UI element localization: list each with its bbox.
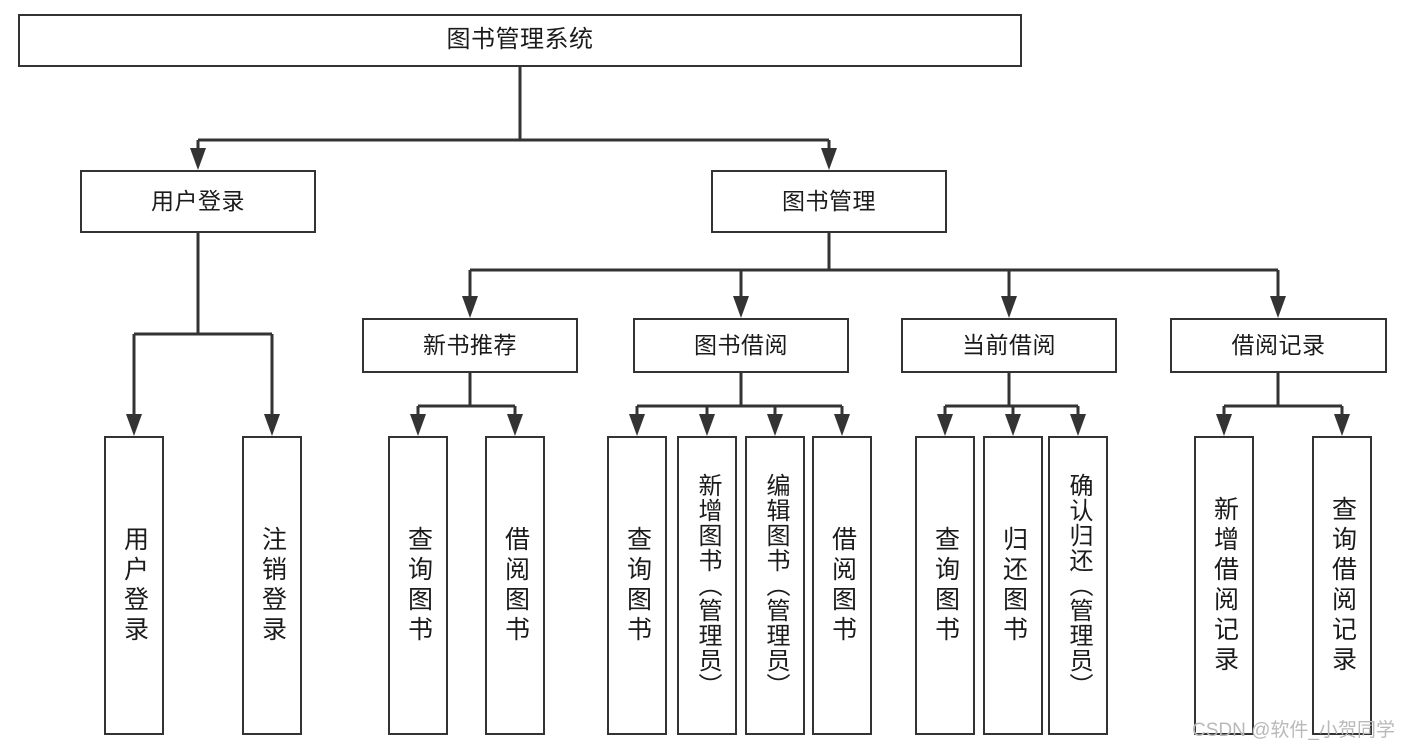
- node-label: 查询图书: [404, 525, 433, 646]
- node-borrow-record[interactable]: 借阅记录: [1170, 318, 1387, 373]
- node-leaf-edit-book-admin[interactable]: 编辑图书（管理员）: [745, 436, 805, 735]
- node-root-system[interactable]: 图书管理系统: [18, 14, 1022, 67]
- node-label: 新增图书（管理员）: [694, 473, 721, 698]
- node-leaf-query-book-borrow[interactable]: 查询图书: [607, 436, 667, 735]
- node-label: 用户登录: [151, 187, 245, 214]
- node-label: 查询图书: [931, 525, 960, 646]
- node-label: 借阅图书: [501, 525, 530, 646]
- node-leaf-query-book-current[interactable]: 查询图书: [915, 436, 975, 735]
- node-leaf-user-login[interactable]: 用户登录: [104, 436, 164, 735]
- node-leaf-borrow-book-rec[interactable]: 借阅图书: [485, 436, 545, 735]
- node-label: 注销登录: [258, 525, 287, 646]
- node-new-book-recommend[interactable]: 新书推荐: [362, 318, 578, 373]
- node-current-borrow[interactable]: 当前借阅: [901, 318, 1117, 373]
- node-book-borrow[interactable]: 图书借阅: [633, 318, 849, 373]
- node-label: 当前借阅: [962, 331, 1056, 358]
- node-label: 图书管理: [782, 187, 876, 214]
- node-leaf-logout-login[interactable]: 注销登录: [242, 436, 302, 735]
- node-label: 新书推荐: [423, 331, 517, 358]
- node-label: 图书管理系统: [446, 26, 594, 54]
- node-label: 借阅图书: [828, 525, 857, 646]
- node-leaf-return-book[interactable]: 归还图书: [983, 436, 1043, 735]
- node-leaf-borrow-book[interactable]: 借阅图书: [812, 436, 872, 735]
- node-label: 新增借阅记录: [1210, 495, 1239, 676]
- node-label: 借阅记录: [1231, 331, 1326, 358]
- node-label: 用户登录: [120, 525, 149, 646]
- node-label: 编辑图书（管理员）: [762, 473, 789, 698]
- node-leaf-add-book-admin[interactable]: 新增图书（管理员）: [677, 436, 737, 735]
- node-leaf-add-borrow-record[interactable]: 新增借阅记录: [1194, 436, 1254, 735]
- node-label: 查询图书: [623, 525, 652, 646]
- node-book-manage[interactable]: 图书管理: [711, 170, 947, 233]
- node-label: 查询借阅记录: [1328, 495, 1357, 676]
- watermark-text: CSDN @软件_小贺同学: [1192, 720, 1395, 741]
- node-leaf-query-book-rec[interactable]: 查询图书: [388, 436, 448, 735]
- node-label: 归还图书: [999, 525, 1028, 646]
- node-label: 图书借阅: [694, 331, 788, 358]
- node-label: 确认归还（管理员）: [1065, 473, 1092, 698]
- node-user-login[interactable]: 用户登录: [80, 170, 316, 233]
- node-leaf-confirm-return-admin[interactable]: 确认归还（管理员）: [1048, 436, 1108, 735]
- node-leaf-query-borrow-record[interactable]: 查询借阅记录: [1312, 436, 1372, 735]
